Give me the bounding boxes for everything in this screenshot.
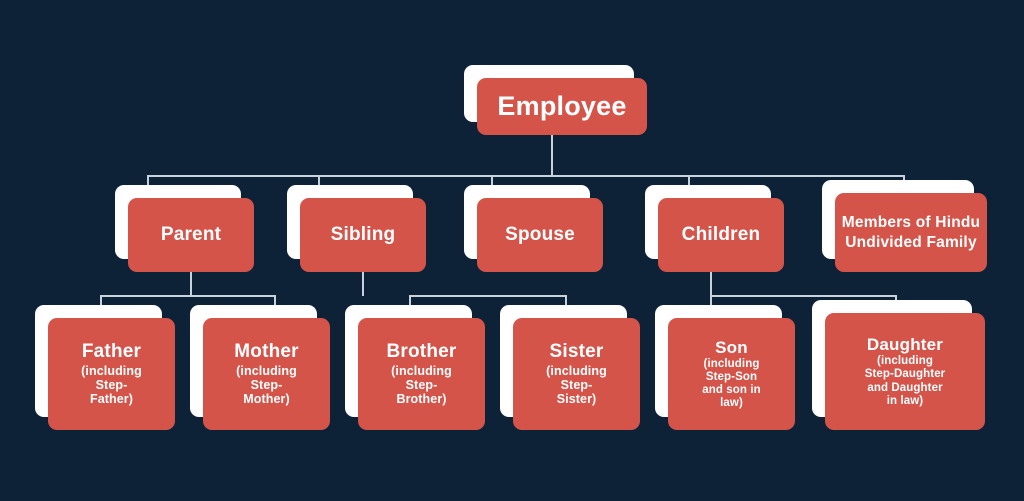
node-children[interactable]: Children bbox=[645, 185, 784, 272]
node-parent[interactable]: Parent bbox=[115, 185, 254, 272]
node-label: Employee bbox=[497, 91, 627, 122]
card-face: Children bbox=[658, 198, 784, 272]
connector-children-bus bbox=[710, 295, 896, 297]
node-employee[interactable]: Employee bbox=[464, 65, 647, 135]
node-father[interactable]: Father (including Step- Father) bbox=[35, 305, 175, 430]
connector-level2-bus bbox=[147, 175, 904, 177]
node-subtitle: (including Step-Son and son in law) bbox=[702, 357, 761, 410]
card-face: Brother (including Step- Brother) bbox=[358, 318, 485, 430]
node-label: Father bbox=[81, 341, 142, 363]
card-face: Father (including Step- Father) bbox=[48, 318, 175, 430]
node-daughter[interactable]: Daughter (including Step-Daughter and Da… bbox=[812, 300, 985, 430]
connector-root-drop bbox=[551, 135, 553, 177]
card-face: Spouse bbox=[477, 198, 603, 272]
node-label: Spouse bbox=[505, 224, 575, 246]
node-subtitle: (including Step-Daughter and Daughter in… bbox=[864, 355, 946, 407]
card-face: Mother (including Step- Mother) bbox=[203, 318, 330, 430]
node-label: Daughter bbox=[866, 335, 944, 355]
card-face: Sibling bbox=[300, 198, 426, 272]
card-face: Sister (including Step- Sister) bbox=[513, 318, 640, 430]
connector-parent-bus bbox=[100, 295, 275, 297]
node-label: Parent bbox=[160, 224, 222, 246]
node-label: Brother bbox=[386, 341, 457, 363]
node-son[interactable]: Son (including Step-Son and son in law) bbox=[655, 305, 795, 430]
node-subtitle: (including Step- Brother) bbox=[391, 363, 452, 407]
node-label: Son bbox=[715, 337, 748, 357]
card-face: Son (including Step-Son and son in law) bbox=[668, 318, 795, 430]
node-sibling[interactable]: Sibling bbox=[287, 185, 426, 272]
connector-parent-drop bbox=[190, 272, 192, 296]
card-face: Daughter (including Step-Daughter and Da… bbox=[825, 313, 985, 430]
card-face: Employee bbox=[477, 78, 647, 135]
node-label: Members of Hindu Undivided Family bbox=[841, 214, 981, 251]
node-sister[interactable]: Sister (including Step- Sister) bbox=[500, 305, 640, 430]
node-label: Mother bbox=[234, 341, 299, 363]
card-face: Members of Hindu Undivided Family bbox=[835, 193, 987, 272]
node-mother[interactable]: Mother (including Step- Mother) bbox=[190, 305, 330, 430]
node-subtitle: (including Step- Father) bbox=[81, 363, 142, 407]
connector-sibling-drop bbox=[362, 272, 364, 296]
node-hindu-undivided-family[interactable]: Members of Hindu Undivided Family bbox=[822, 180, 987, 272]
node-label: Sibling bbox=[330, 224, 396, 246]
node-spouse[interactable]: Spouse bbox=[464, 185, 603, 272]
card-face: Parent bbox=[128, 198, 254, 272]
node-subtitle: (including Step- Mother) bbox=[236, 363, 297, 407]
node-label: Sister bbox=[549, 341, 604, 363]
connector-sibling-bus bbox=[409, 295, 566, 297]
node-label: Children bbox=[681, 224, 761, 246]
node-brother[interactable]: Brother (including Step- Brother) bbox=[345, 305, 485, 430]
node-subtitle: (including Step- Sister) bbox=[546, 363, 607, 407]
connector-children-drop bbox=[710, 272, 712, 296]
